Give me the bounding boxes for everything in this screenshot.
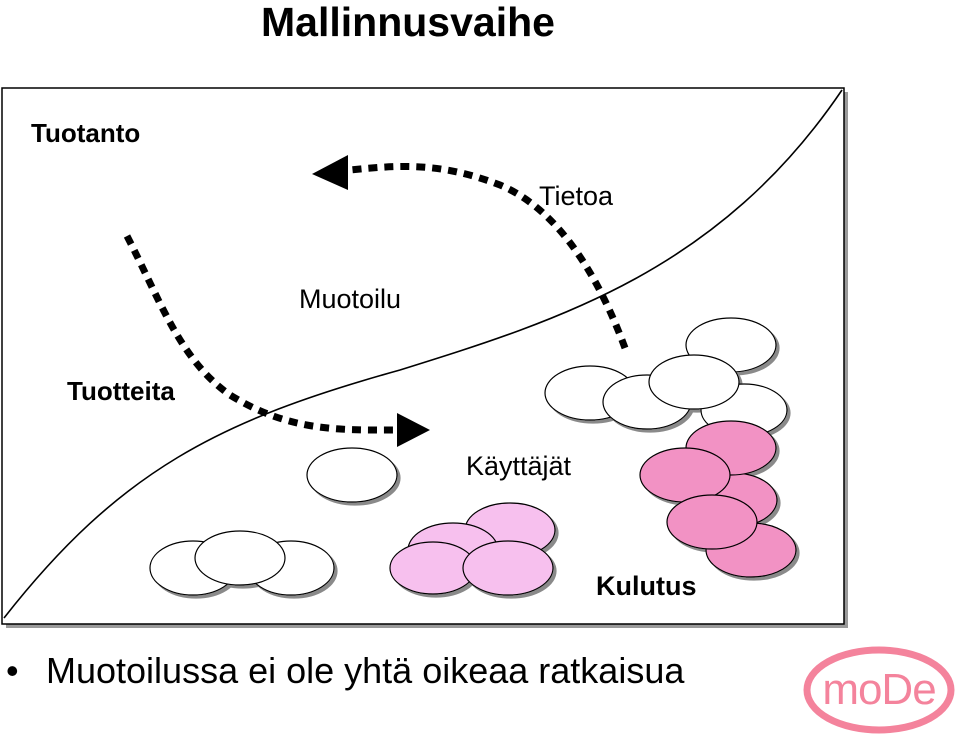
logo-text: moDe xyxy=(822,665,935,714)
modeling-phase-diagram: Tuotanto Tietoa Muotoilu Tuotteita Käytt… xyxy=(1,87,848,628)
label-kayttajat: Käyttäjät xyxy=(466,451,572,481)
s-curve xyxy=(3,89,843,619)
light-pink-ellipse xyxy=(462,540,554,596)
label-tuotteita: Tuotteita xyxy=(67,376,175,406)
product-ellipse xyxy=(194,530,286,586)
bullet-marker: • xyxy=(6,650,19,691)
label-muotoilu: Muotoilu xyxy=(299,284,401,314)
logo-ring xyxy=(803,646,955,734)
user-ellipse xyxy=(648,354,740,410)
arrowhead-left-icon xyxy=(312,155,348,190)
bullet-text: Muotoilussa ei ole yhtä oikeaa ratkaisua xyxy=(46,650,685,691)
label-tietoa: Tietoa xyxy=(539,181,614,211)
label-kulutus: Kulutus xyxy=(596,571,697,601)
dashed-arrow-knowledge xyxy=(349,162,629,350)
arrowhead-right-icon xyxy=(397,413,430,447)
label-tuotanto: Tuotanto xyxy=(31,118,140,148)
mode-logo: moDe xyxy=(803,646,955,734)
slide-title: Mallinnusvaihe xyxy=(261,0,555,45)
pink-ellipse xyxy=(639,447,731,503)
user-ellipse xyxy=(306,447,398,503)
dashed-arrow-products xyxy=(123,234,399,434)
pink-ellipse xyxy=(666,494,758,550)
